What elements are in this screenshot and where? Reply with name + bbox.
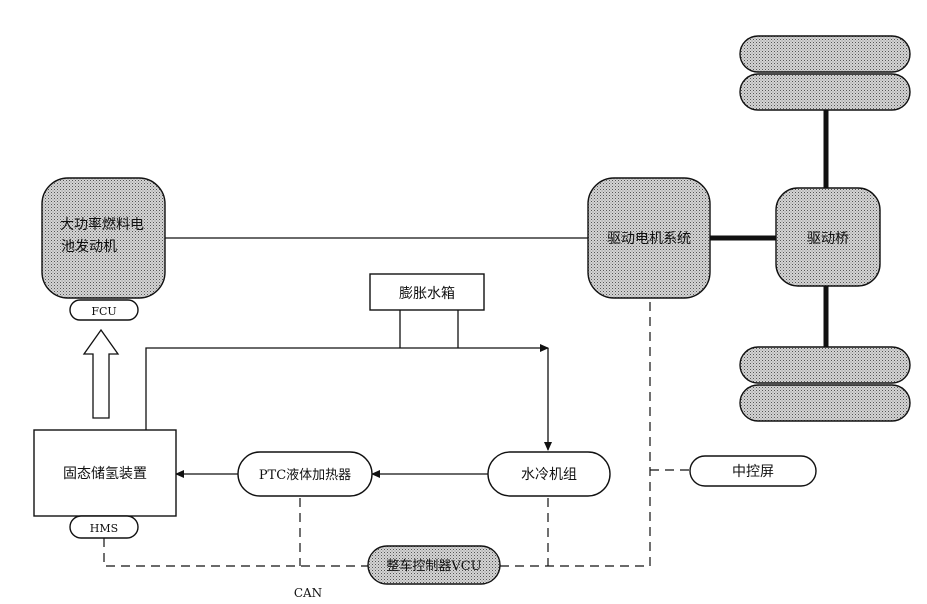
fuel-cell-engine-label-line1: 大功率燃料电 (60, 216, 144, 233)
coolant-pipe (146, 348, 548, 430)
hydrogen-storage-label: 固态储氢装置 (63, 466, 147, 482)
fuel-cell-engine-label-line2: 池发动机 (61, 239, 117, 255)
fcu-label: FCU (91, 305, 116, 318)
wheel-top-right (740, 36, 910, 110)
vcu-label: 整车控制器VCU (386, 558, 481, 574)
ptc-heater-label: PTC液体加热器 (259, 468, 351, 483)
hms-label: HMS (90, 522, 118, 535)
water-chiller-label: 水冷机组 (521, 467, 577, 483)
drive-axle-label: 驱动桥 (807, 231, 849, 247)
expansion-tank-label: 膨胀水箱 (399, 285, 455, 302)
hydrogen-supply-arrow (84, 330, 118, 418)
drive-motor-system-label: 驱动电机系统 (607, 231, 691, 247)
wheel-bottom-right (740, 347, 910, 421)
can-bus (104, 298, 690, 566)
central-screen-label: 中控屏 (732, 464, 774, 480)
fuel-cell-engine (42, 178, 165, 298)
can-label: CAN (294, 586, 322, 600)
